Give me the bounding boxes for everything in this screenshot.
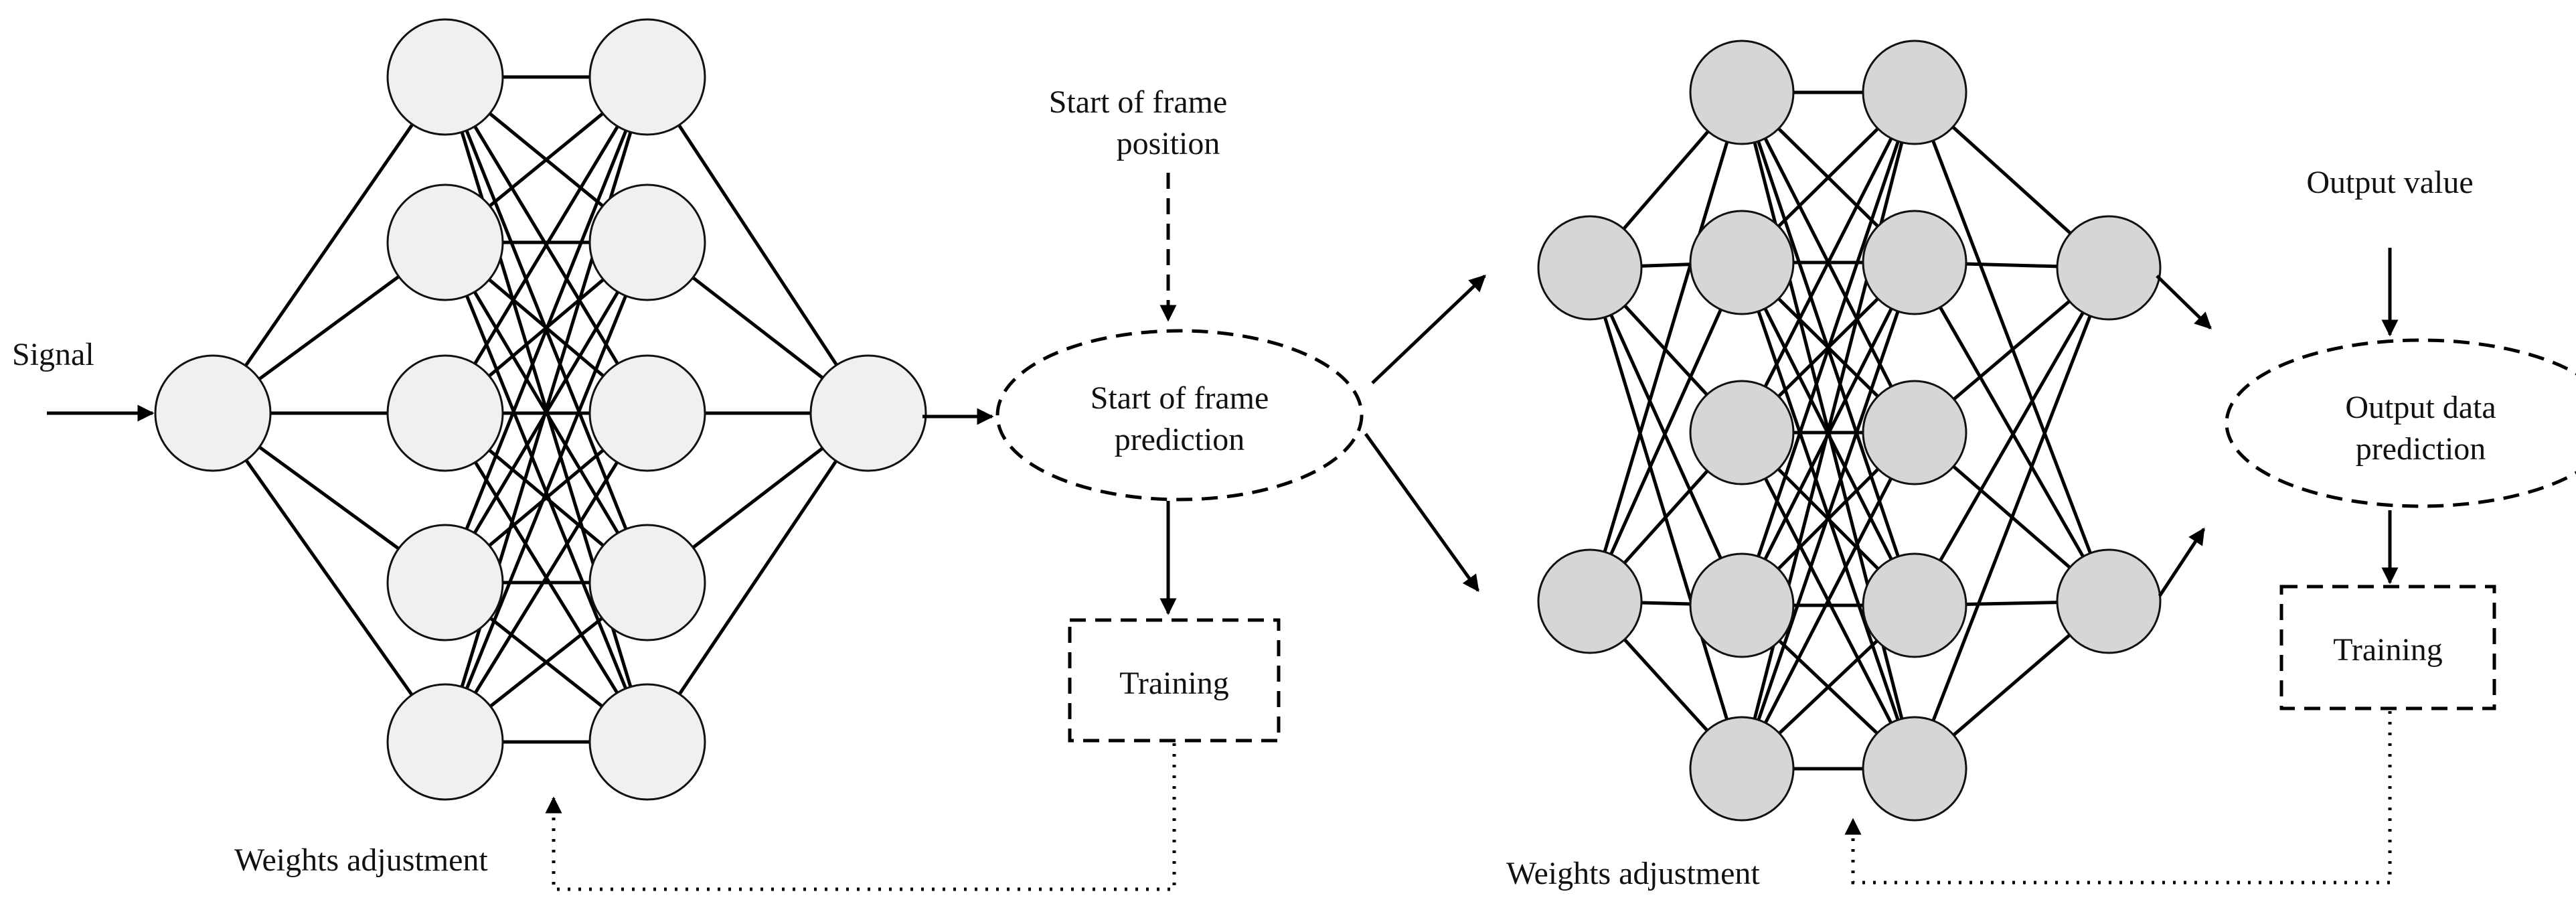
right-connection [1740, 262, 1917, 769]
left-connection [443, 242, 649, 743]
left-node-layer3-5 [588, 683, 706, 801]
left-connection [211, 412, 447, 743]
output-value-label: Output value [2306, 165, 2473, 200]
right-node-layer3-1 [1862, 40, 1967, 145]
right-connection [1740, 92, 1917, 769]
left-network [154, 18, 927, 801]
right-node-layer3-5 [1862, 716, 1967, 822]
left-connection [443, 76, 649, 743]
left-training-label: Training [1119, 666, 1229, 701]
left-connection [443, 76, 649, 583]
left-connection [443, 76, 649, 414]
left-node-layer2-4 [386, 524, 504, 641]
right-connection [1588, 92, 1744, 602]
signal-label: Signal [12, 337, 94, 372]
right-connection [1740, 431, 1917, 770]
right-node-layer1-1 [1537, 215, 1643, 321]
left-node-layer1-1 [154, 354, 272, 472]
start-frame-prediction-line2: prediction [1115, 422, 1245, 457]
left-training-box [1068, 618, 1281, 743]
right-training-label: Training [2333, 632, 2443, 668]
right-node-layer4-2 [2056, 548, 2162, 654]
right-connection [1588, 267, 1744, 607]
left-connection [645, 76, 870, 414]
right-connection [1913, 267, 2111, 769]
left-node-layer2-3 [386, 354, 504, 472]
left-node-layer3-1 [588, 18, 706, 136]
right-connection [1740, 92, 1917, 606]
left-node-layer3-3 [588, 354, 706, 472]
right-output-arrow-lower [2158, 527, 2206, 597]
left-node-layer4-1 [809, 354, 927, 472]
right-node-layer1-2 [1537, 548, 1643, 654]
right-connections [1588, 90, 2111, 771]
right-connection [1913, 261, 2111, 603]
left-connection [443, 412, 649, 743]
right-node-layer2-2 [1689, 210, 1795, 315]
left-weights-adjustment-label: Weights adjustment [234, 842, 488, 878]
right-node-layer4-1 [2056, 215, 2162, 321]
left-node-layer2-2 [386, 183, 504, 301]
right-nodes [1537, 40, 2162, 822]
right-node-layer2-3 [1689, 380, 1795, 485]
left-connections [211, 75, 870, 744]
left-node-layer3-4 [588, 524, 706, 641]
right-connection [1913, 267, 2111, 607]
right-connection [1588, 261, 1744, 603]
left-connection [645, 412, 870, 743]
split-arrow-lower [1364, 433, 1480, 593]
split-arrow-upper [1371, 275, 1486, 384]
right-output-arrow-upper [2156, 275, 2212, 329]
right-network [1537, 40, 2162, 822]
output-data-prediction-line1: Output data [2345, 390, 2496, 425]
right-node-layer3-4 [1862, 552, 1967, 658]
right-node-layer3-2 [1862, 210, 1967, 315]
left-nodes [154, 18, 927, 801]
left-node-layer2-1 [386, 18, 504, 136]
right-node-layer3-3 [1862, 380, 1967, 485]
right-training-box [2279, 585, 2496, 710]
left-node-layer3-2 [588, 183, 706, 301]
right-node-layer2-5 [1689, 716, 1795, 822]
start-position-label-line1: Start of frame [1049, 84, 1228, 120]
start-frame-prediction-ellipse [995, 329, 1364, 502]
right-weights-adjustment-label: Weights adjustment [1506, 856, 1760, 891]
right-node-layer2-4 [1689, 552, 1795, 658]
start-position-label-line2: position [1117, 126, 1220, 161]
right-connection [1913, 92, 2111, 602]
left-connection [211, 76, 447, 414]
left-node-layer2-5 [386, 683, 504, 801]
right-connection [1740, 91, 1917, 434]
start-frame-prediction-line1: Start of frame [1091, 380, 1269, 416]
right-weights-feedback-path [1844, 711, 2392, 885]
right-node-layer2-1 [1689, 40, 1795, 145]
output-data-prediction-line2: prediction [2356, 431, 2486, 467]
